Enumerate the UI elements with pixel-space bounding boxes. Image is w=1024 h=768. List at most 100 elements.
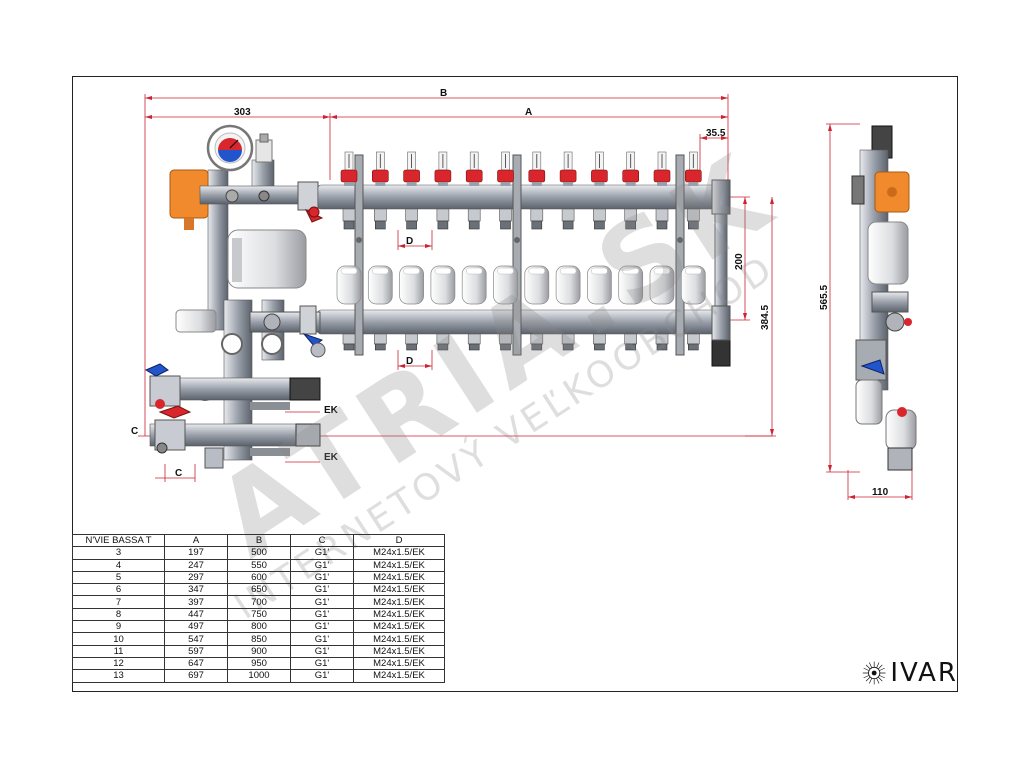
table-cell: 247 xyxy=(164,558,228,572)
table-cell: G1' xyxy=(290,583,354,597)
table-cell: 447 xyxy=(164,607,228,622)
table-cell: G1' xyxy=(290,669,354,683)
table-cell: 497 xyxy=(164,620,228,634)
col-header: A xyxy=(164,533,228,548)
table-cell: M24x1.5/EK xyxy=(353,656,445,671)
table-cell: M24x1.5/EK xyxy=(353,669,445,683)
table-cell: M24x1.5/EK xyxy=(353,546,445,560)
col-header: C xyxy=(290,533,354,548)
table-cell: 9 xyxy=(72,620,165,634)
pump-motor-icon xyxy=(227,229,307,289)
dimension-arrows xyxy=(145,96,912,499)
small-gauge-icon xyxy=(221,333,243,355)
dim-label-ek-bottom: EK xyxy=(324,452,339,463)
table-cell: 12 xyxy=(72,656,165,671)
table-cell: 5 xyxy=(72,570,165,585)
table-cell: 13 xyxy=(72,669,165,683)
table-cell: 697 xyxy=(164,669,228,683)
dim-label-565-5: 565.5 xyxy=(819,285,830,310)
table-cell: 597 xyxy=(164,644,228,658)
table-cell: M24x1.5/EK xyxy=(353,558,445,572)
table-cell: G1' xyxy=(290,620,354,634)
table-cell: G1' xyxy=(290,632,354,646)
dim-label-384-5: 384.5 xyxy=(760,305,771,330)
dim-label-c-bottom: C xyxy=(175,468,182,479)
table-cell: 800 xyxy=(227,620,291,634)
table-cell: 347 xyxy=(164,583,228,597)
table-cell: 3 xyxy=(72,546,165,560)
dim-label-b: B xyxy=(440,88,447,99)
dim-label-c-left: C xyxy=(131,426,138,437)
dim-label-d-top: D xyxy=(406,236,413,247)
table-cell: 6 xyxy=(72,583,165,597)
table-cell: G1' xyxy=(290,546,354,560)
table-cell: 750 xyxy=(227,607,291,622)
table-cell: G1' xyxy=(290,644,354,658)
dim-label-110: 110 xyxy=(872,487,889,498)
table-cell: G1' xyxy=(290,595,354,609)
circuit-outlets xyxy=(336,151,706,351)
table-cell: G1' xyxy=(290,570,354,585)
table-cell: 397 xyxy=(164,595,228,609)
table-cell: 950 xyxy=(227,656,291,671)
dim-label-35-5: 35.5 xyxy=(706,128,726,139)
table-cell: G1' xyxy=(290,558,354,572)
table-cell: 850 xyxy=(227,632,291,646)
ivar-globe-icon xyxy=(862,661,886,685)
dim-label-ek-top: EK xyxy=(324,405,339,416)
table-cell: 700 xyxy=(227,595,291,609)
table-cell: 1000 xyxy=(227,669,291,683)
table-header-row: N'VIE BASSA T A B C D xyxy=(72,533,445,548)
table-cell: M24x1.5/EK xyxy=(353,644,445,658)
col-header: B xyxy=(227,533,291,548)
table-cell: M24x1.5/EK xyxy=(353,620,445,634)
table-cell: M24x1.5/EK xyxy=(353,583,445,597)
table-cell: G1' xyxy=(290,656,354,671)
logo-text: IVAR xyxy=(890,658,958,688)
table-cell: 7 xyxy=(72,595,165,609)
col-header: D xyxy=(353,533,445,548)
col-header: N'VIE BASSA T xyxy=(72,533,165,548)
mixing-group xyxy=(144,299,326,469)
table-cell: G1' xyxy=(290,607,354,622)
table-cell: 10 xyxy=(72,632,165,646)
table-cell: 600 xyxy=(227,570,291,585)
dim-label-d-bottom: D xyxy=(406,356,413,367)
dim-label-200: 200 xyxy=(734,253,745,270)
table-cell: M24x1.5/EK xyxy=(353,595,445,609)
table-cell: 650 xyxy=(227,583,291,597)
table-cell: 8 xyxy=(72,607,165,622)
table-cell: 547 xyxy=(164,632,228,646)
table-cell: 647 xyxy=(164,656,228,671)
table-cell: 550 xyxy=(227,558,291,572)
table-cell: 11 xyxy=(72,644,165,658)
table-cell: M24x1.5/EK xyxy=(353,607,445,622)
table-cell: M24x1.5/EK xyxy=(353,570,445,585)
table-cell: 500 xyxy=(227,546,291,560)
ivar-logo: IVAR xyxy=(860,654,958,692)
red-handle-icon xyxy=(158,405,192,419)
dim-label-a: A xyxy=(525,107,532,118)
table-cell: 4 xyxy=(72,558,165,572)
table-cell: 297 xyxy=(164,570,228,585)
blue-handle-icon xyxy=(144,363,169,377)
dim-label-303: 303 xyxy=(234,107,251,118)
table-cell: 197 xyxy=(164,546,228,560)
table-cell: M24x1.5/EK xyxy=(353,632,445,646)
front-view xyxy=(169,124,731,367)
small-gauge-icon xyxy=(261,333,283,355)
table-cell: 900 xyxy=(227,644,291,658)
